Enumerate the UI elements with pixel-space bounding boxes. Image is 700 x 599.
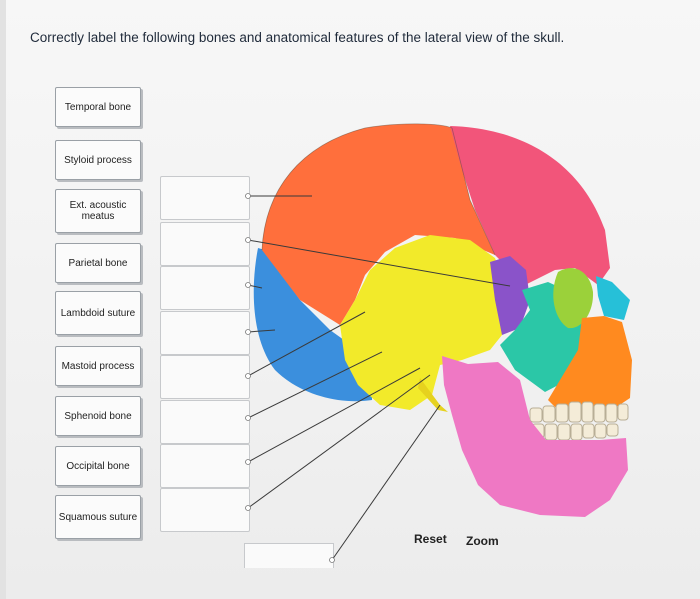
zoom-button[interactable]: Zoom — [466, 534, 499, 548]
teeth — [530, 402, 628, 440]
reset-button[interactable]: Reset — [414, 532, 447, 546]
nasal-region — [596, 276, 630, 320]
